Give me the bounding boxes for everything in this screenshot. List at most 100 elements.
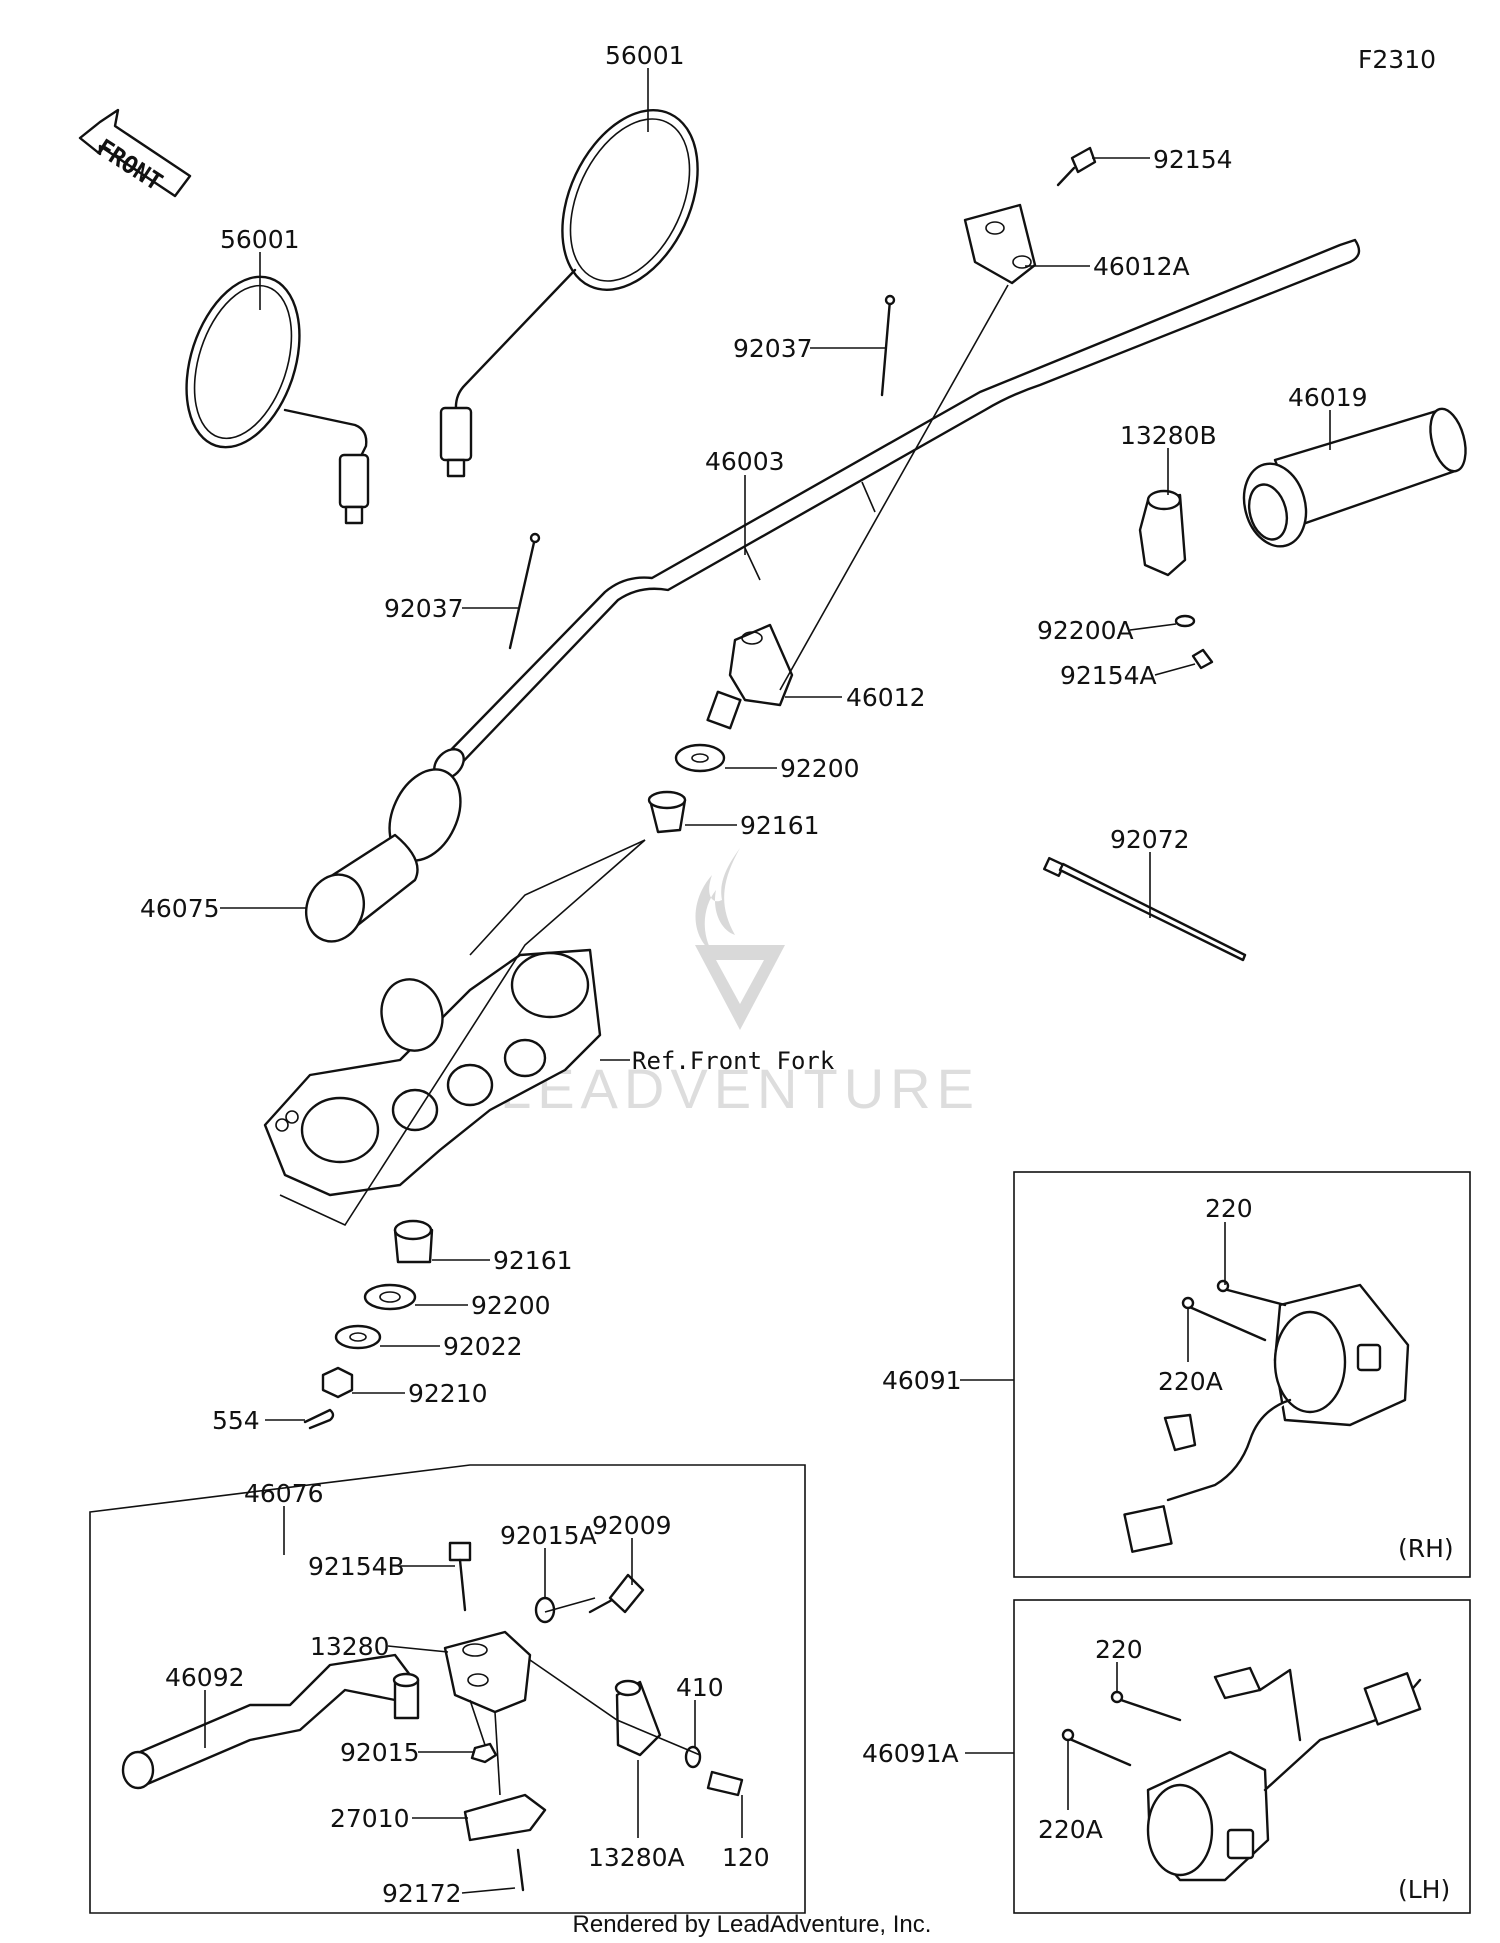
lh-screw-220A-head (1061, 1728, 1075, 1742)
rh-screw-220 (1218, 1286, 1287, 1307)
leader-13280 (387, 1645, 449, 1653)
upper-clamp-body (963, 203, 1037, 285)
fork-bracket-ref (263, 948, 602, 1197)
callout-92200-top: 92200 (780, 754, 860, 783)
mirror-right (439, 109, 699, 478)
washer-92022-outer (334, 1324, 382, 1350)
handlebar-mark-1 (744, 547, 761, 581)
callout-56001-top: 56001 (605, 41, 685, 70)
fork-bracket-hole-1 (391, 1088, 439, 1132)
nut-92210-body (321, 1366, 354, 1399)
diagram-code: F2310 (1358, 45, 1436, 74)
callout-220-lh: 220 (1095, 1635, 1143, 1664)
callout-46019: 46019 (1288, 383, 1368, 412)
assembly-line-27010 (494, 1711, 501, 1796)
lever-46092 (121, 1653, 420, 1790)
washer-bottom-inner (379, 1291, 401, 1303)
bolt-92154B-head (448, 1541, 472, 1562)
lower-clamp-hole (741, 631, 763, 645)
watermark-flame-icon (695, 848, 740, 952)
cable-tie-strap (1058, 862, 1247, 962)
callout-92154A: 92154A (1060, 661, 1157, 690)
mirror-left-base (338, 453, 370, 509)
upper-clamp-46012A (963, 146, 1097, 285)
upper-clamp-hole-1 (985, 221, 1005, 235)
bolt-92154-head (1070, 146, 1097, 174)
leader-92154A (1154, 663, 1196, 676)
callout-410: 410 (676, 1673, 724, 1702)
lower-clamp-body (728, 623, 794, 707)
bolt-92154B (448, 1541, 472, 1612)
callout-13280: 13280 (310, 1632, 390, 1661)
callout-13280B: 13280B (1120, 421, 1217, 450)
holder-13280 (443, 1630, 532, 1714)
assembly-line-fork-2 (469, 839, 646, 956)
inset-label-rh: (RH) (1398, 1534, 1454, 1563)
lh-switch-46091A (1061, 1666, 1422, 1882)
holder-13280-body (443, 1630, 532, 1714)
handlebar (433, 238, 1361, 780)
lh-screw-220 (1113, 1696, 1182, 1722)
callout-92037-left: 92037 (384, 594, 464, 623)
callout-220A-rh: 220A (1158, 1367, 1223, 1396)
leader-92200A (1129, 623, 1177, 631)
lh-switch-box (1013, 1599, 1471, 1914)
right-grip-end (1429, 407, 1467, 473)
clamp-13280A-top (614, 1679, 642, 1697)
pin-554 (303, 1408, 335, 1430)
lh-switch-face (1146, 1783, 1214, 1877)
leader-lines (204, 68, 1331, 1894)
holder-13280B-body (1138, 493, 1187, 577)
callout-92015A: 92015A (500, 1521, 597, 1550)
switch-27010 (463, 1793, 547, 1842)
rh-screw-220A-head (1181, 1296, 1195, 1310)
callout-220-rh: 220 (1205, 1194, 1253, 1223)
callout-labels: 56001 56001 92154 46012A 92037 46019 132… (140, 41, 1454, 1908)
lh-switch-connector (1363, 1672, 1422, 1726)
ref-front-fork-label: Ref.Front Fork (632, 1047, 835, 1075)
mirror-left-rim (193, 284, 293, 440)
bolt-120 (706, 1770, 744, 1797)
callout-13280A: 13280A (588, 1843, 685, 1872)
mirror-left-thread (344, 505, 364, 525)
rh-switch-connector (1123, 1505, 1173, 1553)
upper-clamp-hole-2 (1012, 255, 1032, 269)
fork-bracket-bore-right (510, 951, 590, 1019)
watermark-text: LEADVENTURE (500, 1057, 980, 1120)
callout-92154: 92154 (1153, 145, 1233, 174)
callout-120: 120 (722, 1843, 770, 1872)
wire-92037-left (508, 532, 541, 650)
callout-554: 554 (212, 1406, 260, 1435)
fork-bracket-boss-left (380, 978, 444, 1052)
callout-92161-top: 92161 (740, 811, 820, 840)
bolt-92009-shank (588, 1598, 614, 1614)
holder-13280B-top (1146, 489, 1182, 511)
clamp-13280A (614, 1679, 662, 1757)
callout-56001-left: 56001 (220, 225, 300, 254)
bolt-120-body (706, 1770, 744, 1797)
lever-ball (121, 1750, 155, 1790)
callout-92172: 92172 (382, 1879, 462, 1908)
callout-92161-bottom: 92161 (493, 1246, 573, 1275)
assembly-line-lever (529, 1659, 701, 1756)
left-grip-46075 (305, 768, 462, 943)
washer-92022-inner (349, 1332, 367, 1342)
rh-switch-box (1013, 1171, 1471, 1578)
bush-92161-bottom (393, 1219, 434, 1264)
right-grip-sleeve (1247, 483, 1289, 541)
callout-46076: 46076 (244, 1479, 324, 1508)
washer-410-body (684, 1745, 702, 1769)
lh-screw-220A (1063, 1735, 1132, 1767)
holder-13280-hole-2 (467, 1673, 489, 1687)
lower-clamp-46012 (706, 623, 794, 730)
cable-tie-92072 (1043, 856, 1247, 962)
bolt-92154-shank (1056, 166, 1076, 187)
wire-92037-top (880, 294, 896, 397)
callout-92200A: 92200A (1037, 616, 1134, 645)
lh-switch-small-wire (1258, 1668, 1302, 1742)
nut-92015-body (470, 1742, 498, 1764)
bush-top-rim (647, 790, 687, 810)
bolt-92154B-shank (458, 1558, 467, 1612)
